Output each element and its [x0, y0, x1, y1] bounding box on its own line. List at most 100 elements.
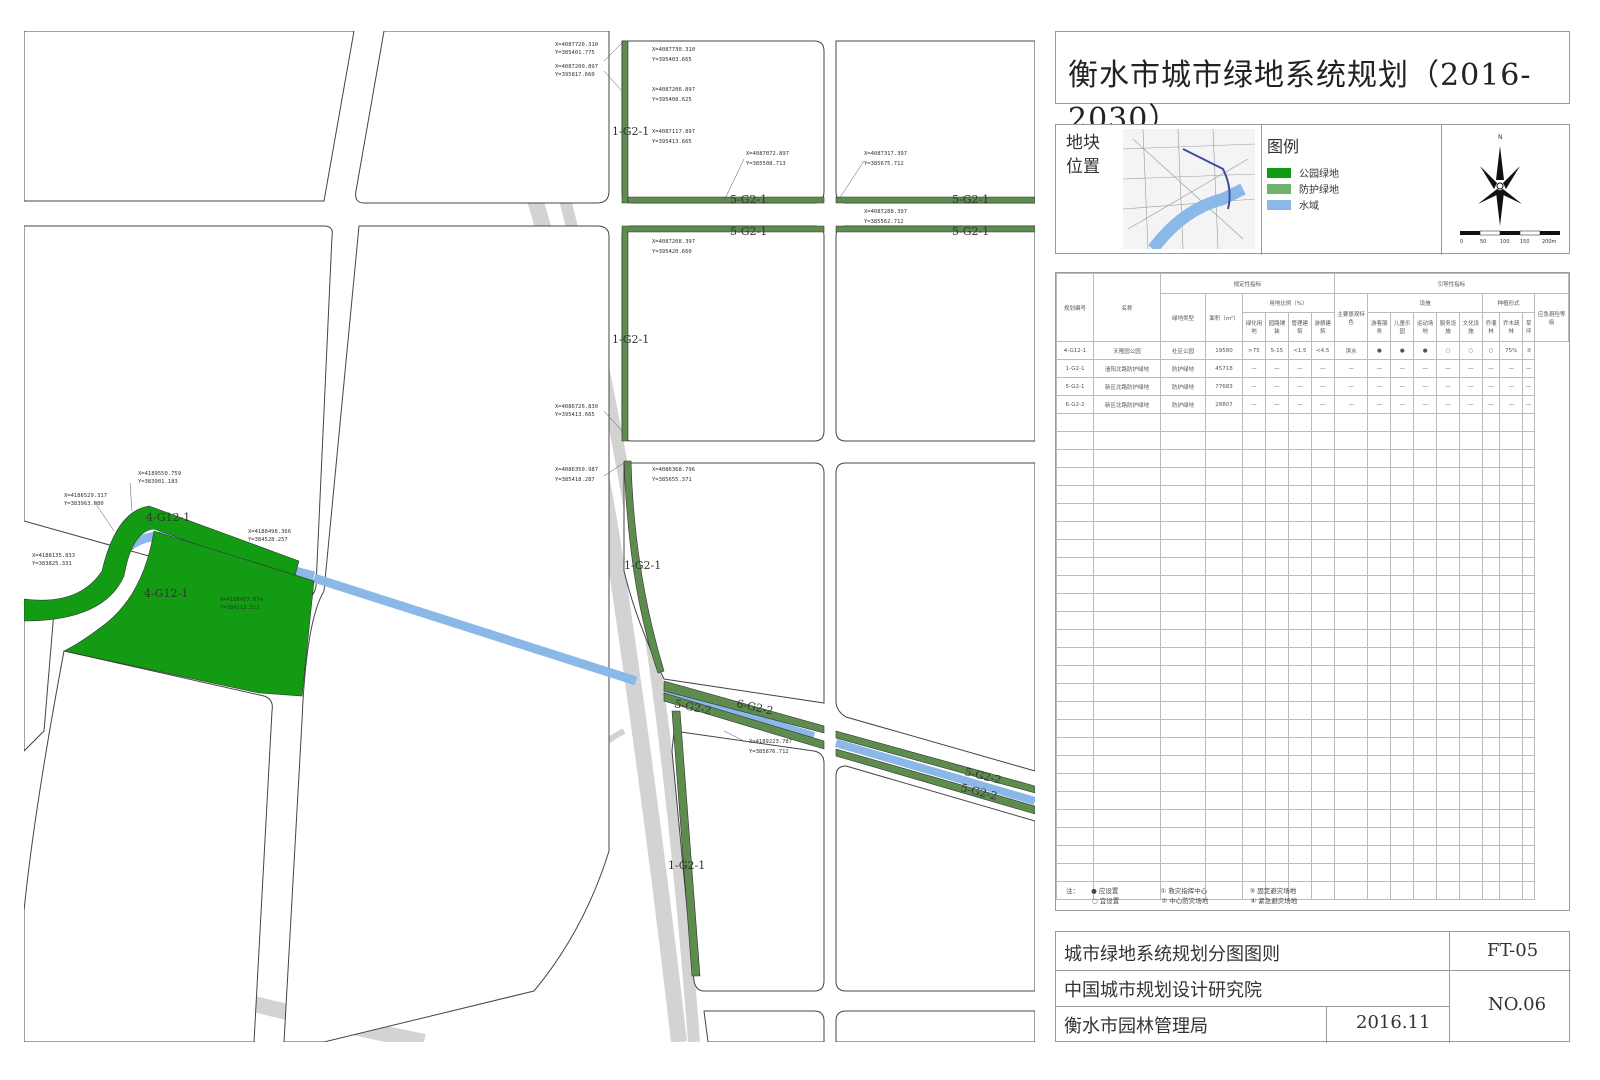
road-blocks [24, 31, 1035, 1042]
legend-title: 图例 [1267, 137, 1300, 156]
table-cell: <1.5 [1287, 341, 1312, 360]
north-arrow-icon: N 0 50 100 150 200m [1460, 134, 1560, 245]
table-row-empty [1056, 827, 1569, 846]
table-row-empty [1056, 629, 1569, 648]
coordinate-label: Y=385508.713 [746, 161, 786, 167]
table-cell: 新区北路防护绿地 [1093, 395, 1161, 414]
note-may: 宜设置 [1099, 897, 1120, 905]
table-cell: — [1287, 359, 1312, 378]
plot-label: 4-G12-1 [144, 587, 188, 600]
table-cell: — [1333, 377, 1369, 396]
coordinate-label: X=4087317.397 [864, 151, 907, 157]
svg-text:200m: 200m [1542, 239, 1557, 245]
table-cell: — [1436, 359, 1460, 378]
coordinate-label: Y=383825.331 [32, 561, 72, 567]
note-level1: ① 救灾指挥中心 [1160, 887, 1208, 895]
table-row-empty [1056, 647, 1569, 666]
coordinate-label: X=4087200.897 [555, 64, 598, 70]
coordinate-label: Y=383901.183 [138, 479, 178, 485]
plot-label: 4-G12-1 [146, 511, 190, 524]
table-cell: <4.5 [1310, 341, 1335, 360]
table-row-empty [1056, 665, 1569, 684]
col-header: 乔灌林 [1481, 312, 1501, 342]
table-cell: ③ [1522, 341, 1536, 360]
col-header: 乔木疏林 [1499, 312, 1524, 342]
coordinate-label: Y=383963.080 [64, 501, 104, 507]
table-row-empty [1056, 449, 1569, 468]
north-letter: N [1498, 134, 1503, 141]
sub-header: 种植形式 [1481, 293, 1536, 313]
coordinate-label: X=4087288.397 [864, 209, 907, 215]
coordinate-labels: X=4087720.310 Y=385401.775 X=4087200.897… [32, 42, 907, 755]
table-row-empty [1056, 503, 1569, 522]
col-header: 运动场地 [1413, 312, 1438, 342]
col-header: 应急避险等级 [1534, 293, 1569, 342]
coordinate-label: Y=385876.712 [749, 749, 789, 755]
coordinate-label: X=4086726.830 [555, 404, 598, 410]
table-cell: — [1287, 377, 1312, 396]
legend-label: 公园绿地 [1299, 169, 1339, 180]
coordinate-label: X=4087730.310 [652, 47, 695, 53]
table-row-empty [1056, 701, 1569, 720]
table-cell: 5-15 [1264, 341, 1289, 360]
group-header: 规定性指标 [1160, 273, 1335, 294]
table-cell: — [1390, 359, 1415, 378]
col-header: 管理建筑 [1287, 312, 1312, 342]
owner-name: 衡水市园林管理局 [1064, 1016, 1208, 1037]
buffer-green-strips [621, 40, 1035, 977]
table-cell: 滏阳北路防护绿地 [1093, 359, 1161, 378]
coordinate-label: X=4087720.310 [555, 42, 598, 48]
table-cell: — [1499, 395, 1524, 414]
table-cell: 防护绿地 [1160, 359, 1206, 378]
indicator-table: 规划编号 名称 规定性指标 引导性指标 绿地类型 面积（m²） 用地比例（%） … [1056, 273, 1570, 900]
col-header: 服务设施 [1436, 312, 1460, 342]
table-row-empty [1056, 467, 1569, 486]
svg-text:50: 50 [1480, 239, 1486, 245]
legend-label: 水域 [1299, 201, 1319, 212]
plot-label: 5-G2-1 [730, 193, 767, 206]
location-label: 地块位置 [1066, 133, 1100, 177]
table-cell: — [1390, 395, 1415, 414]
svg-text:100: 100 [1500, 239, 1510, 245]
table-cell: — [1390, 377, 1415, 396]
svg-text:0: 0 [1460, 239, 1463, 245]
table-cell: 4-G12-1 [1056, 341, 1094, 360]
coordinate-label: X=4087117.897 [652, 129, 695, 135]
coordinate-label: X=4086368.796 [652, 467, 695, 473]
table-cell: — [1264, 395, 1289, 414]
indicator-table-panel: 规划编号 名称 规定性指标 引导性指标 绿地类型 面积（m²） 用地比例（%） … [1055, 272, 1570, 911]
map-canvas[interactable]: 1-G2-1 1-G2-1 1-G2-1 1-G2-1 5-G2-1 5-G2-… [24, 31, 1035, 1042]
col-header: 规划编号 [1056, 273, 1094, 342]
coordinate-label: Y=395408.625 [652, 97, 692, 103]
coordinate-label: X=4189223.787 [749, 739, 792, 745]
table-row-empty [1056, 575, 1569, 594]
title-block: 城市绿地系统规划分图图则 FT-05 中国城市规划设计研究院 衡水市园林管理局 … [1055, 931, 1571, 1043]
col-header: 主要景观特色 [1333, 293, 1369, 342]
group-header: 引导性指标 [1333, 273, 1570, 294]
sheet-number: NO.06 [1488, 994, 1547, 1015]
table-cell: — [1522, 377, 1536, 396]
note-level2: ② 中心防灾场地 [1161, 897, 1209, 905]
table-cell: — [1264, 359, 1289, 378]
table-cell: 防护绿地 [1160, 395, 1206, 414]
table-cell: ● [1413, 341, 1438, 360]
table-cell: — [1367, 359, 1392, 378]
table-row-empty [1056, 521, 1569, 540]
table-row-empty [1056, 611, 1569, 630]
note-should: 应设置 [1098, 887, 1119, 895]
table-cell: — [1499, 359, 1524, 378]
col-header: 名称 [1093, 273, 1161, 342]
park-green [24, 505, 315, 697]
table-cell: 77683 [1205, 377, 1243, 396]
legend-item-buffer: 防护绿地 [1267, 181, 1339, 196]
location-legend-panel: 地块位置 图例 公园绿地 防护绿地 水域 N [1055, 124, 1570, 255]
table-notes: 注： ● 应设置 ① 救灾指挥中心 ③ 固定避灾场地 ○ 宜设置 ② 中心防灾场… [1066, 887, 1298, 905]
coordinate-label: X=4087208.397 [652, 239, 695, 245]
table-cell: — [1264, 377, 1289, 396]
location-minimap [1123, 129, 1255, 249]
table-cell: — [1242, 395, 1266, 414]
plot-label: 1-G2-1 [612, 333, 649, 346]
drawing-name: 城市绿地系统规划分图图则 [1064, 944, 1280, 965]
